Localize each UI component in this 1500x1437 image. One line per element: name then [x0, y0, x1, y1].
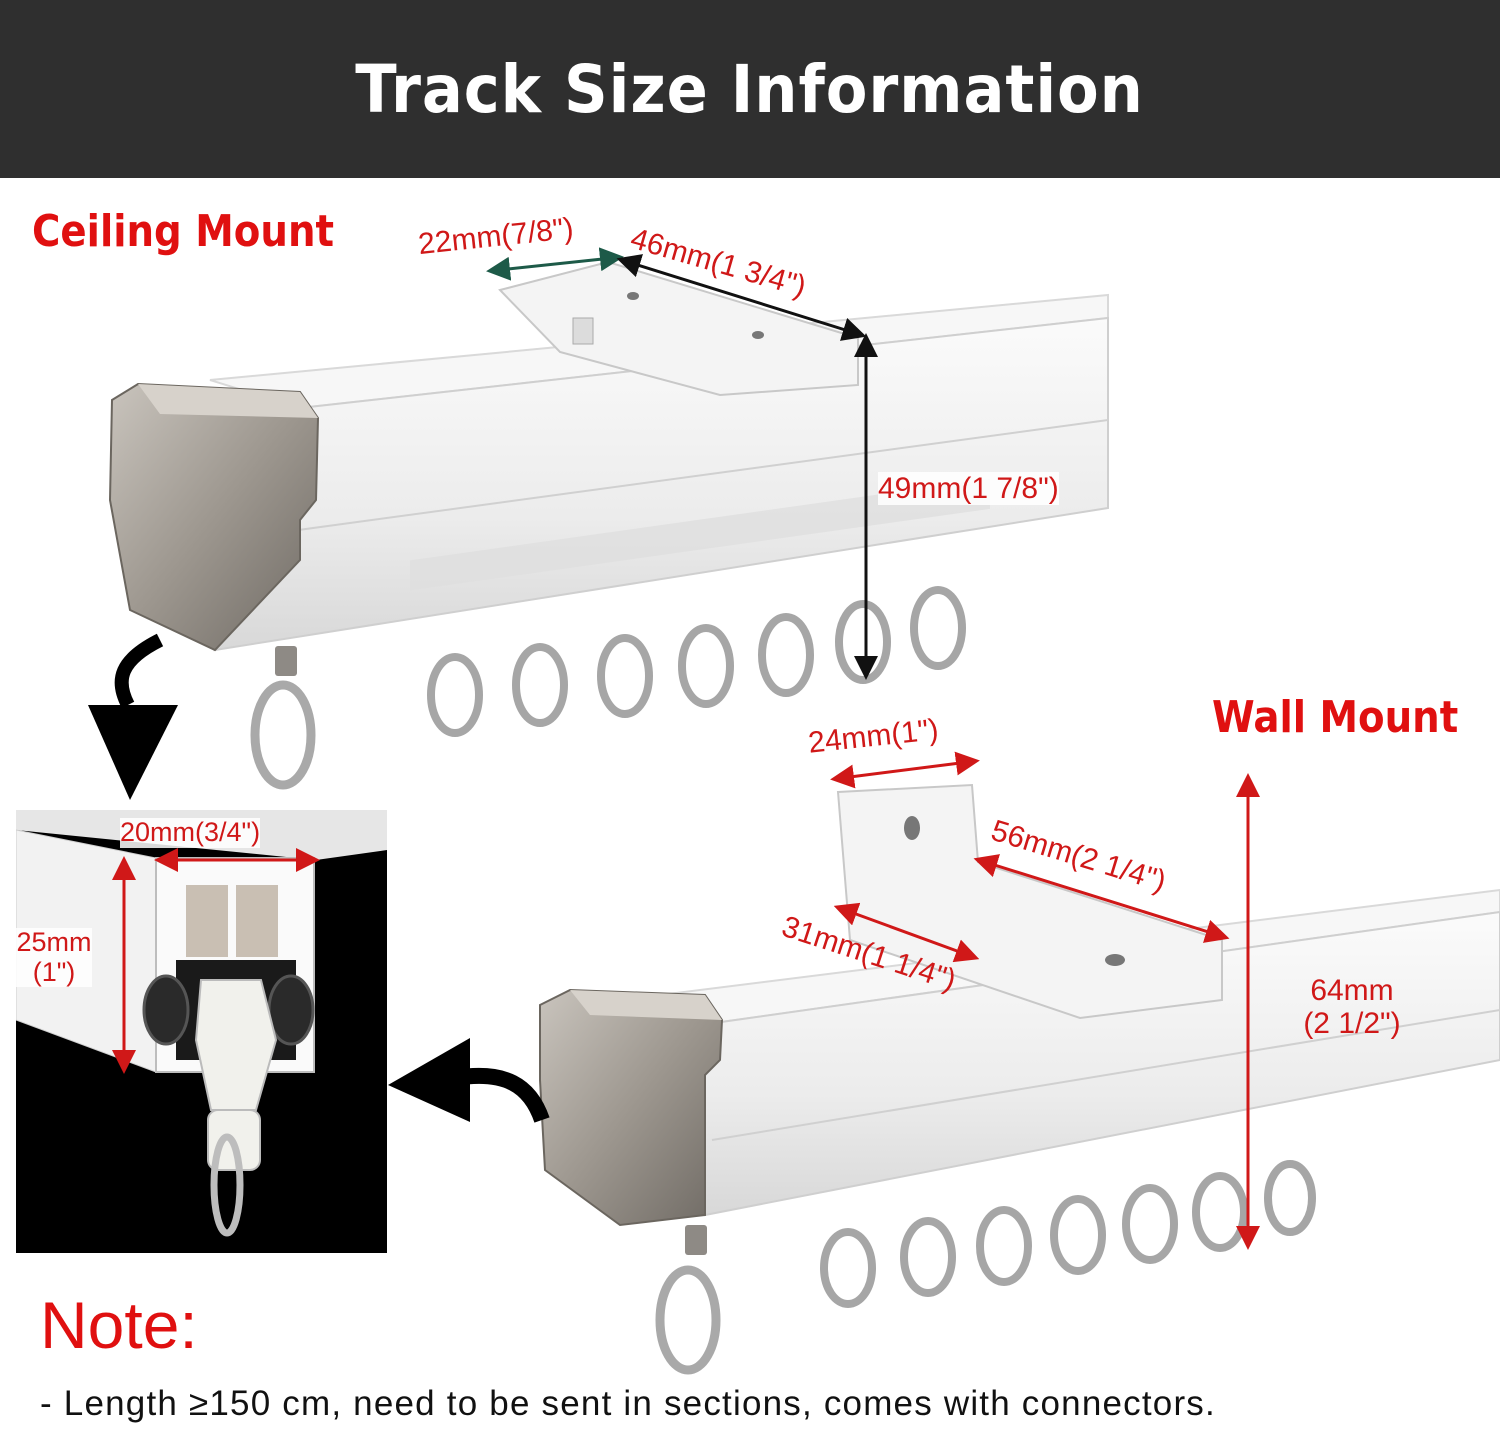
profile-inset: 20mm(3/4") 25mm (1")	[16, 810, 387, 1253]
page-title: Track Size Information	[355, 50, 1145, 128]
note-text: - Length ≥150 cm, need to be sent in sec…	[40, 1384, 1216, 1423]
ceiling-track	[108, 260, 1109, 790]
note-title: Note:	[40, 1288, 198, 1362]
arrow-to-profile-icon	[114, 633, 164, 709]
ceiling-length-arrow	[616, 254, 867, 341]
profile-height-label: 25mm (1")	[16, 927, 92, 988]
ceiling-height-label: 49mm(1 7/8")	[878, 472, 1059, 505]
wall-depth-arrow	[833, 902, 980, 963]
wall-mount-heading: Wall Mount	[1212, 692, 1459, 743]
profile-height-in: (1")	[32, 956, 76, 987]
profile-cross-section	[16, 810, 387, 1237]
profile-width-label: 20mm(3/4")	[120, 817, 261, 848]
profile-height-mm: 25mm	[16, 927, 92, 957]
wall-height-mm: 64mm	[1310, 974, 1394, 1007]
ceiling-width-arrow	[486, 247, 624, 281]
wall-length-arrow	[973, 854, 1230, 943]
wall-height-in: (2 1/2")	[1303, 1007, 1401, 1040]
ceiling-mount-heading: Ceiling Mount	[32, 206, 335, 257]
title-banner: Track Size Information	[0, 0, 1500, 178]
wall-width-arrow	[830, 751, 980, 789]
wall-height-label: 64mm (2 1/2")	[1282, 974, 1422, 1040]
